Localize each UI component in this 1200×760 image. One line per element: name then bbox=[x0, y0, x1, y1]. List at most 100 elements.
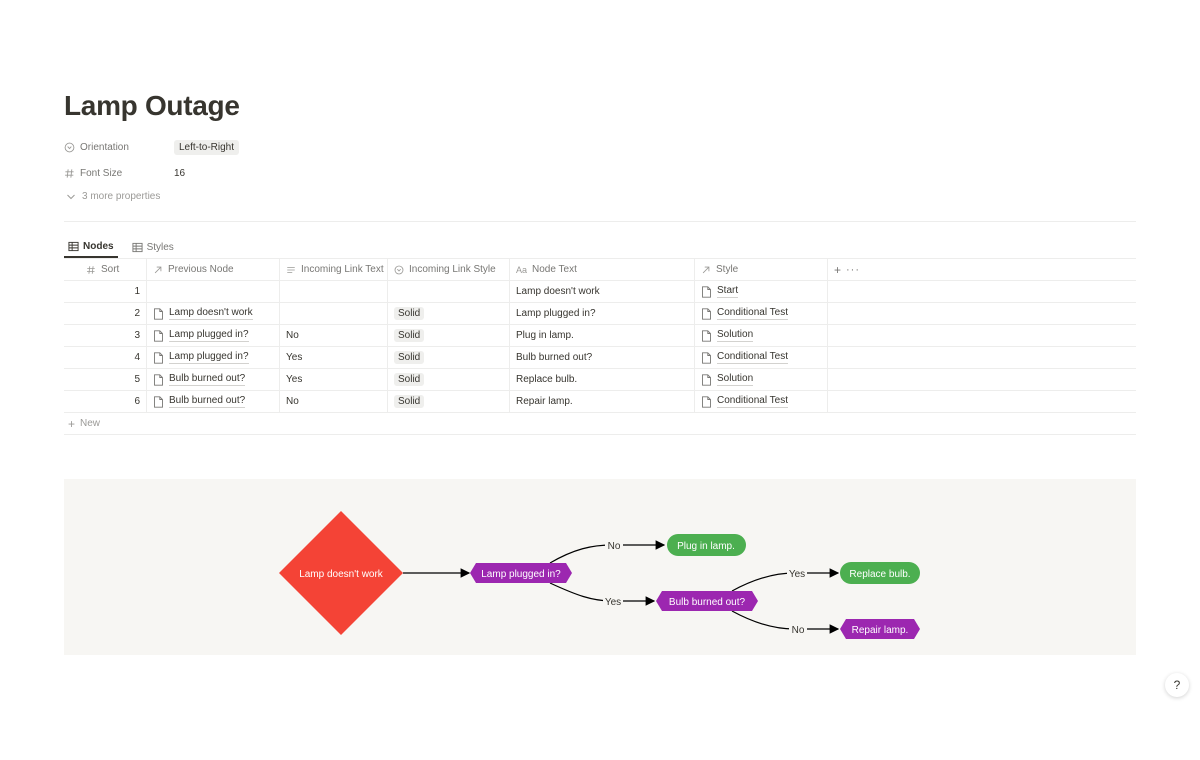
new-row-button[interactable]: + New bbox=[64, 413, 1136, 435]
property-value[interactable]: Left-to-Right bbox=[174, 139, 240, 155]
relation-arrow-icon bbox=[702, 266, 710, 273]
table-header: Sort Previous Node Incoming Link Text In… bbox=[64, 259, 1136, 281]
cell-incoming-link-text[interactable]: No bbox=[280, 391, 388, 412]
svg-text:Replace bulb.: Replace bulb. bbox=[849, 569, 910, 580]
page-icon bbox=[154, 307, 163, 320]
cell-empty bbox=[828, 303, 1136, 324]
cell-node-text[interactable]: Lamp plugged in? bbox=[510, 303, 695, 324]
cell-style[interactable]: Start bbox=[695, 281, 828, 302]
cell-incoming-link-text[interactable]: No bbox=[280, 325, 388, 346]
cell-incoming-link-text[interactable]: Yes bbox=[280, 347, 388, 368]
number-icon bbox=[65, 168, 74, 178]
cell-sort[interactable]: 5 bbox=[64, 369, 147, 390]
edge-label: No bbox=[608, 541, 621, 552]
cell-style[interactable]: Solution bbox=[695, 325, 828, 346]
cell-incoming-link-text[interactable]: Yes bbox=[280, 369, 388, 390]
more-properties-label: 3 more properties bbox=[82, 191, 161, 202]
page-icon bbox=[154, 373, 163, 386]
node-bulb-burned-out: Bulb burned out? bbox=[656, 591, 758, 611]
cell-sort[interactable]: 1 bbox=[64, 281, 147, 302]
cell-sort[interactable]: 4 bbox=[64, 347, 147, 368]
column-header-incoming-link-text[interactable]: Incoming Link Text bbox=[280, 259, 388, 280]
cell-incoming-link-style[interactable]: Solid bbox=[388, 347, 510, 368]
svg-text:Plug in lamp.: Plug in lamp. bbox=[677, 541, 735, 552]
help-button[interactable]: ? bbox=[1165, 673, 1189, 697]
cell-previous-node[interactable]: Lamp plugged in? bbox=[147, 325, 280, 346]
cell-sort[interactable]: 6 bbox=[64, 391, 147, 412]
edge-bulb-yes: Yes bbox=[731, 567, 840, 592]
cell-node-text[interactable]: Repair lamp. bbox=[510, 391, 695, 412]
page-icon bbox=[702, 395, 711, 408]
cell-style[interactable]: Conditional Test bbox=[695, 303, 828, 324]
title-aa-icon: Aa bbox=[516, 264, 528, 275]
more-properties-toggle[interactable]: 3 more properties bbox=[66, 191, 160, 202]
view-tabs: Nodes Styles bbox=[64, 236, 178, 258]
cell-previous-node[interactable]: Bulb burned out? bbox=[147, 391, 280, 412]
cell-incoming-link-style[interactable] bbox=[388, 281, 510, 302]
cell-incoming-link-text[interactable] bbox=[280, 281, 388, 302]
tab-nodes[interactable]: Nodes bbox=[64, 236, 118, 258]
edge-plugged-yes: Yes bbox=[549, 582, 656, 608]
cell-previous-node[interactable]: Bulb burned out? bbox=[147, 369, 280, 390]
property-name: Font Size bbox=[80, 167, 123, 179]
node-plug-in-lamp: Plug in lamp. bbox=[667, 534, 746, 556]
flowchart-diagram: No Yes Yes No Lamp doesn't work Lamp plu… bbox=[64, 479, 1136, 655]
cell-previous-node[interactable]: Lamp doesn't work bbox=[147, 303, 280, 324]
property-name: Orientation bbox=[80, 141, 129, 153]
new-row-label: New bbox=[80, 418, 101, 429]
table-icon bbox=[132, 242, 143, 252]
property-value[interactable]: 16 bbox=[174, 167, 186, 179]
edge-bulb-no: No bbox=[731, 610, 840, 636]
cell-incoming-link-style[interactable]: Solid bbox=[388, 303, 510, 324]
cell-incoming-link-text[interactable] bbox=[280, 303, 388, 324]
property-orientation[interactable]: Orientation Left-to-Right bbox=[64, 135, 240, 159]
cell-node-text[interactable]: Bulb burned out? bbox=[510, 347, 695, 368]
column-header-style[interactable]: Style bbox=[695, 259, 828, 280]
cell-incoming-link-style[interactable]: Solid bbox=[388, 325, 510, 346]
column-header-previous-node[interactable]: Previous Node bbox=[147, 259, 280, 280]
cell-empty bbox=[828, 325, 1136, 346]
node-replace-bulb: Replace bulb. bbox=[840, 562, 920, 584]
plus-icon: + bbox=[68, 416, 76, 431]
column-header-node-text[interactable]: Aa Node Text bbox=[510, 259, 695, 280]
svg-text:Bulb burned out?: Bulb burned out? bbox=[669, 597, 746, 608]
page-icon bbox=[154, 351, 163, 364]
property-font-size[interactable]: Font Size 16 bbox=[64, 161, 185, 185]
cell-sort[interactable]: 2 bbox=[64, 303, 147, 324]
page-icon bbox=[702, 329, 711, 342]
cell-node-text[interactable]: Plug in lamp. bbox=[510, 325, 695, 346]
add-column-icon[interactable]: + bbox=[834, 262, 842, 277]
page-icon bbox=[154, 329, 163, 342]
cell-node-text[interactable]: Lamp doesn't work bbox=[510, 281, 695, 302]
node-repair-lamp: Repair lamp. bbox=[840, 619, 920, 639]
cell-previous-node[interactable]: Lamp plugged in? bbox=[147, 347, 280, 368]
column-header-incoming-link-style[interactable]: Incoming Link Style bbox=[388, 259, 510, 280]
select-icon bbox=[394, 265, 404, 274]
cell-incoming-link-style[interactable]: Solid bbox=[388, 391, 510, 412]
cell-style[interactable]: Conditional Test bbox=[695, 391, 828, 412]
page-icon bbox=[154, 395, 163, 408]
cell-style[interactable]: Solution bbox=[695, 369, 828, 390]
cell-style[interactable]: Conditional Test bbox=[695, 347, 828, 368]
page-icon bbox=[702, 351, 711, 364]
column-actions: + ··· bbox=[828, 259, 1136, 280]
cell-incoming-link-style[interactable]: Solid bbox=[388, 369, 510, 390]
cell-sort[interactable]: 3 bbox=[64, 325, 147, 346]
svg-text:Lamp plugged in?: Lamp plugged in? bbox=[481, 569, 561, 580]
cell-previous-node[interactable] bbox=[147, 281, 280, 302]
column-header-sort[interactable]: Sort bbox=[64, 259, 147, 280]
tab-label: Nodes bbox=[83, 240, 114, 252]
cell-node-text[interactable]: Replace bulb. bbox=[510, 369, 695, 390]
svg-text:Lamp doesn't work: Lamp doesn't work bbox=[299, 569, 384, 580]
edge-plugged-no: No bbox=[549, 539, 666, 564]
more-options-icon[interactable]: ··· bbox=[846, 263, 861, 276]
page-title: Lamp Outage bbox=[64, 90, 240, 121]
tab-styles[interactable]: Styles bbox=[128, 236, 178, 258]
chevron-down-icon bbox=[67, 194, 75, 199]
